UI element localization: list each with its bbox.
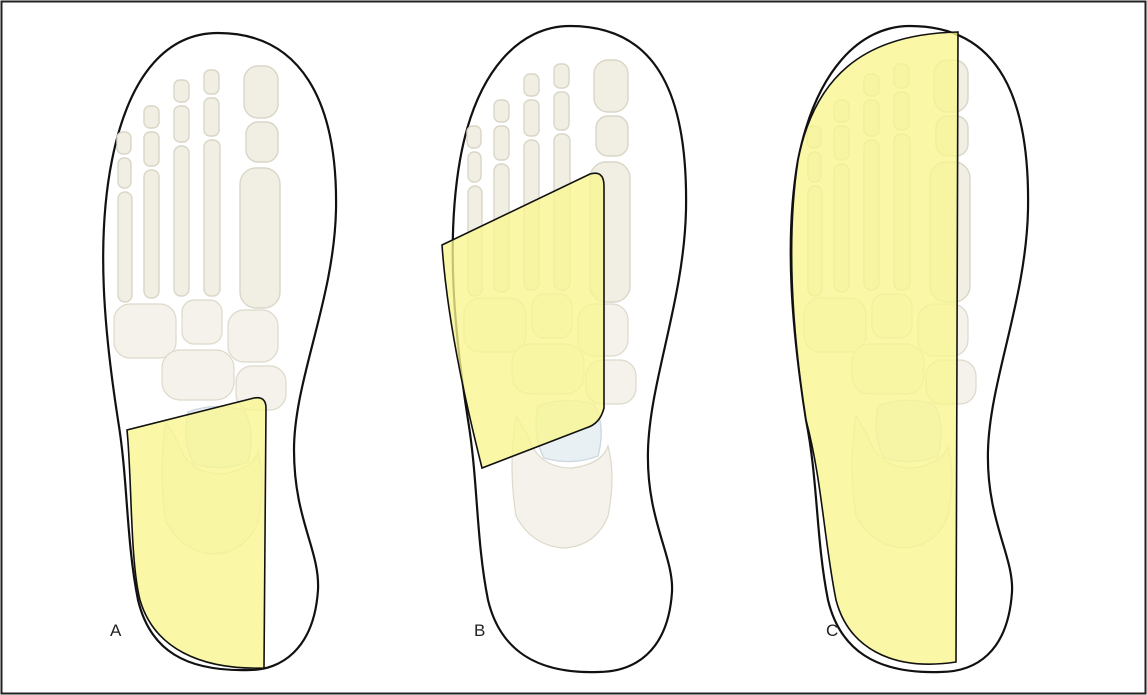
panel-label-c: C	[826, 621, 838, 640]
panel-a: A	[103, 33, 336, 670]
panel-label-b: B	[474, 621, 485, 640]
panel-b: B	[442, 26, 686, 672]
panel-label-a: A	[110, 621, 122, 640]
highlight-zone-c	[792, 32, 958, 664]
panel-c: C	[791, 26, 1028, 672]
